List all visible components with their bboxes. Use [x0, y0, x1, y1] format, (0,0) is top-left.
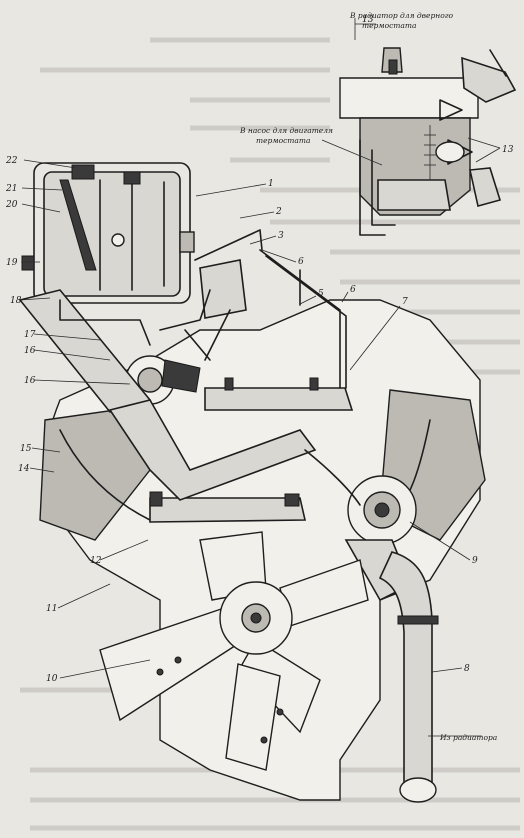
bottom-caption: Из радиатора	[439, 733, 497, 742]
callout-11: 11	[46, 604, 57, 614]
inset-side-caption-2: термостата	[256, 136, 310, 145]
inset-top-caption-2: термостата	[362, 21, 416, 30]
callout-1: 1	[268, 179, 274, 189]
callout-14: 14	[18, 464, 30, 474]
callout-16a: 16	[24, 346, 36, 356]
leader-lines	[19, 159, 482, 737]
callout-21: 21	[5, 184, 17, 194]
callout-12: 12	[90, 556, 102, 566]
inset-side-caption-1: В насос для двигателя	[239, 126, 333, 135]
connecting-tubes	[59, 229, 347, 389]
callout-8: 8	[464, 664, 470, 674]
callout-9: 9	[472, 556, 478, 566]
callout-22: 22	[5, 156, 18, 166]
cooling-fan	[99, 531, 369, 771]
inset-top-caption-1: В радиатор для дверного	[349, 11, 454, 20]
callout-17: 17	[24, 330, 36, 340]
callout-5: 5	[318, 289, 324, 299]
inset-label-a: 13	[362, 15, 374, 25]
callout-13: 13	[502, 145, 514, 155]
callout-20: 20	[5, 200, 18, 210]
callout-3: 3	[278, 231, 284, 241]
callout-19: 19	[6, 258, 18, 268]
callout-6b: 6	[298, 257, 304, 267]
callout-2: 2	[275, 207, 282, 217]
callout-6: 6	[350, 285, 356, 295]
callout-18: 18	[10, 296, 22, 306]
callout-10: 10	[46, 674, 58, 684]
expansion-tank	[21, 162, 195, 304]
callout-7: 7	[402, 297, 408, 307]
callout-15: 15	[20, 444, 32, 454]
callout-labels: 22 21 20 19 18 17 16 16 15 14 12 11 10 9…	[5, 156, 478, 684]
callout-16: 16	[24, 376, 36, 386]
thermostat-inset: 13 В радиатор для дверного термостата 13	[239, 11, 517, 236]
